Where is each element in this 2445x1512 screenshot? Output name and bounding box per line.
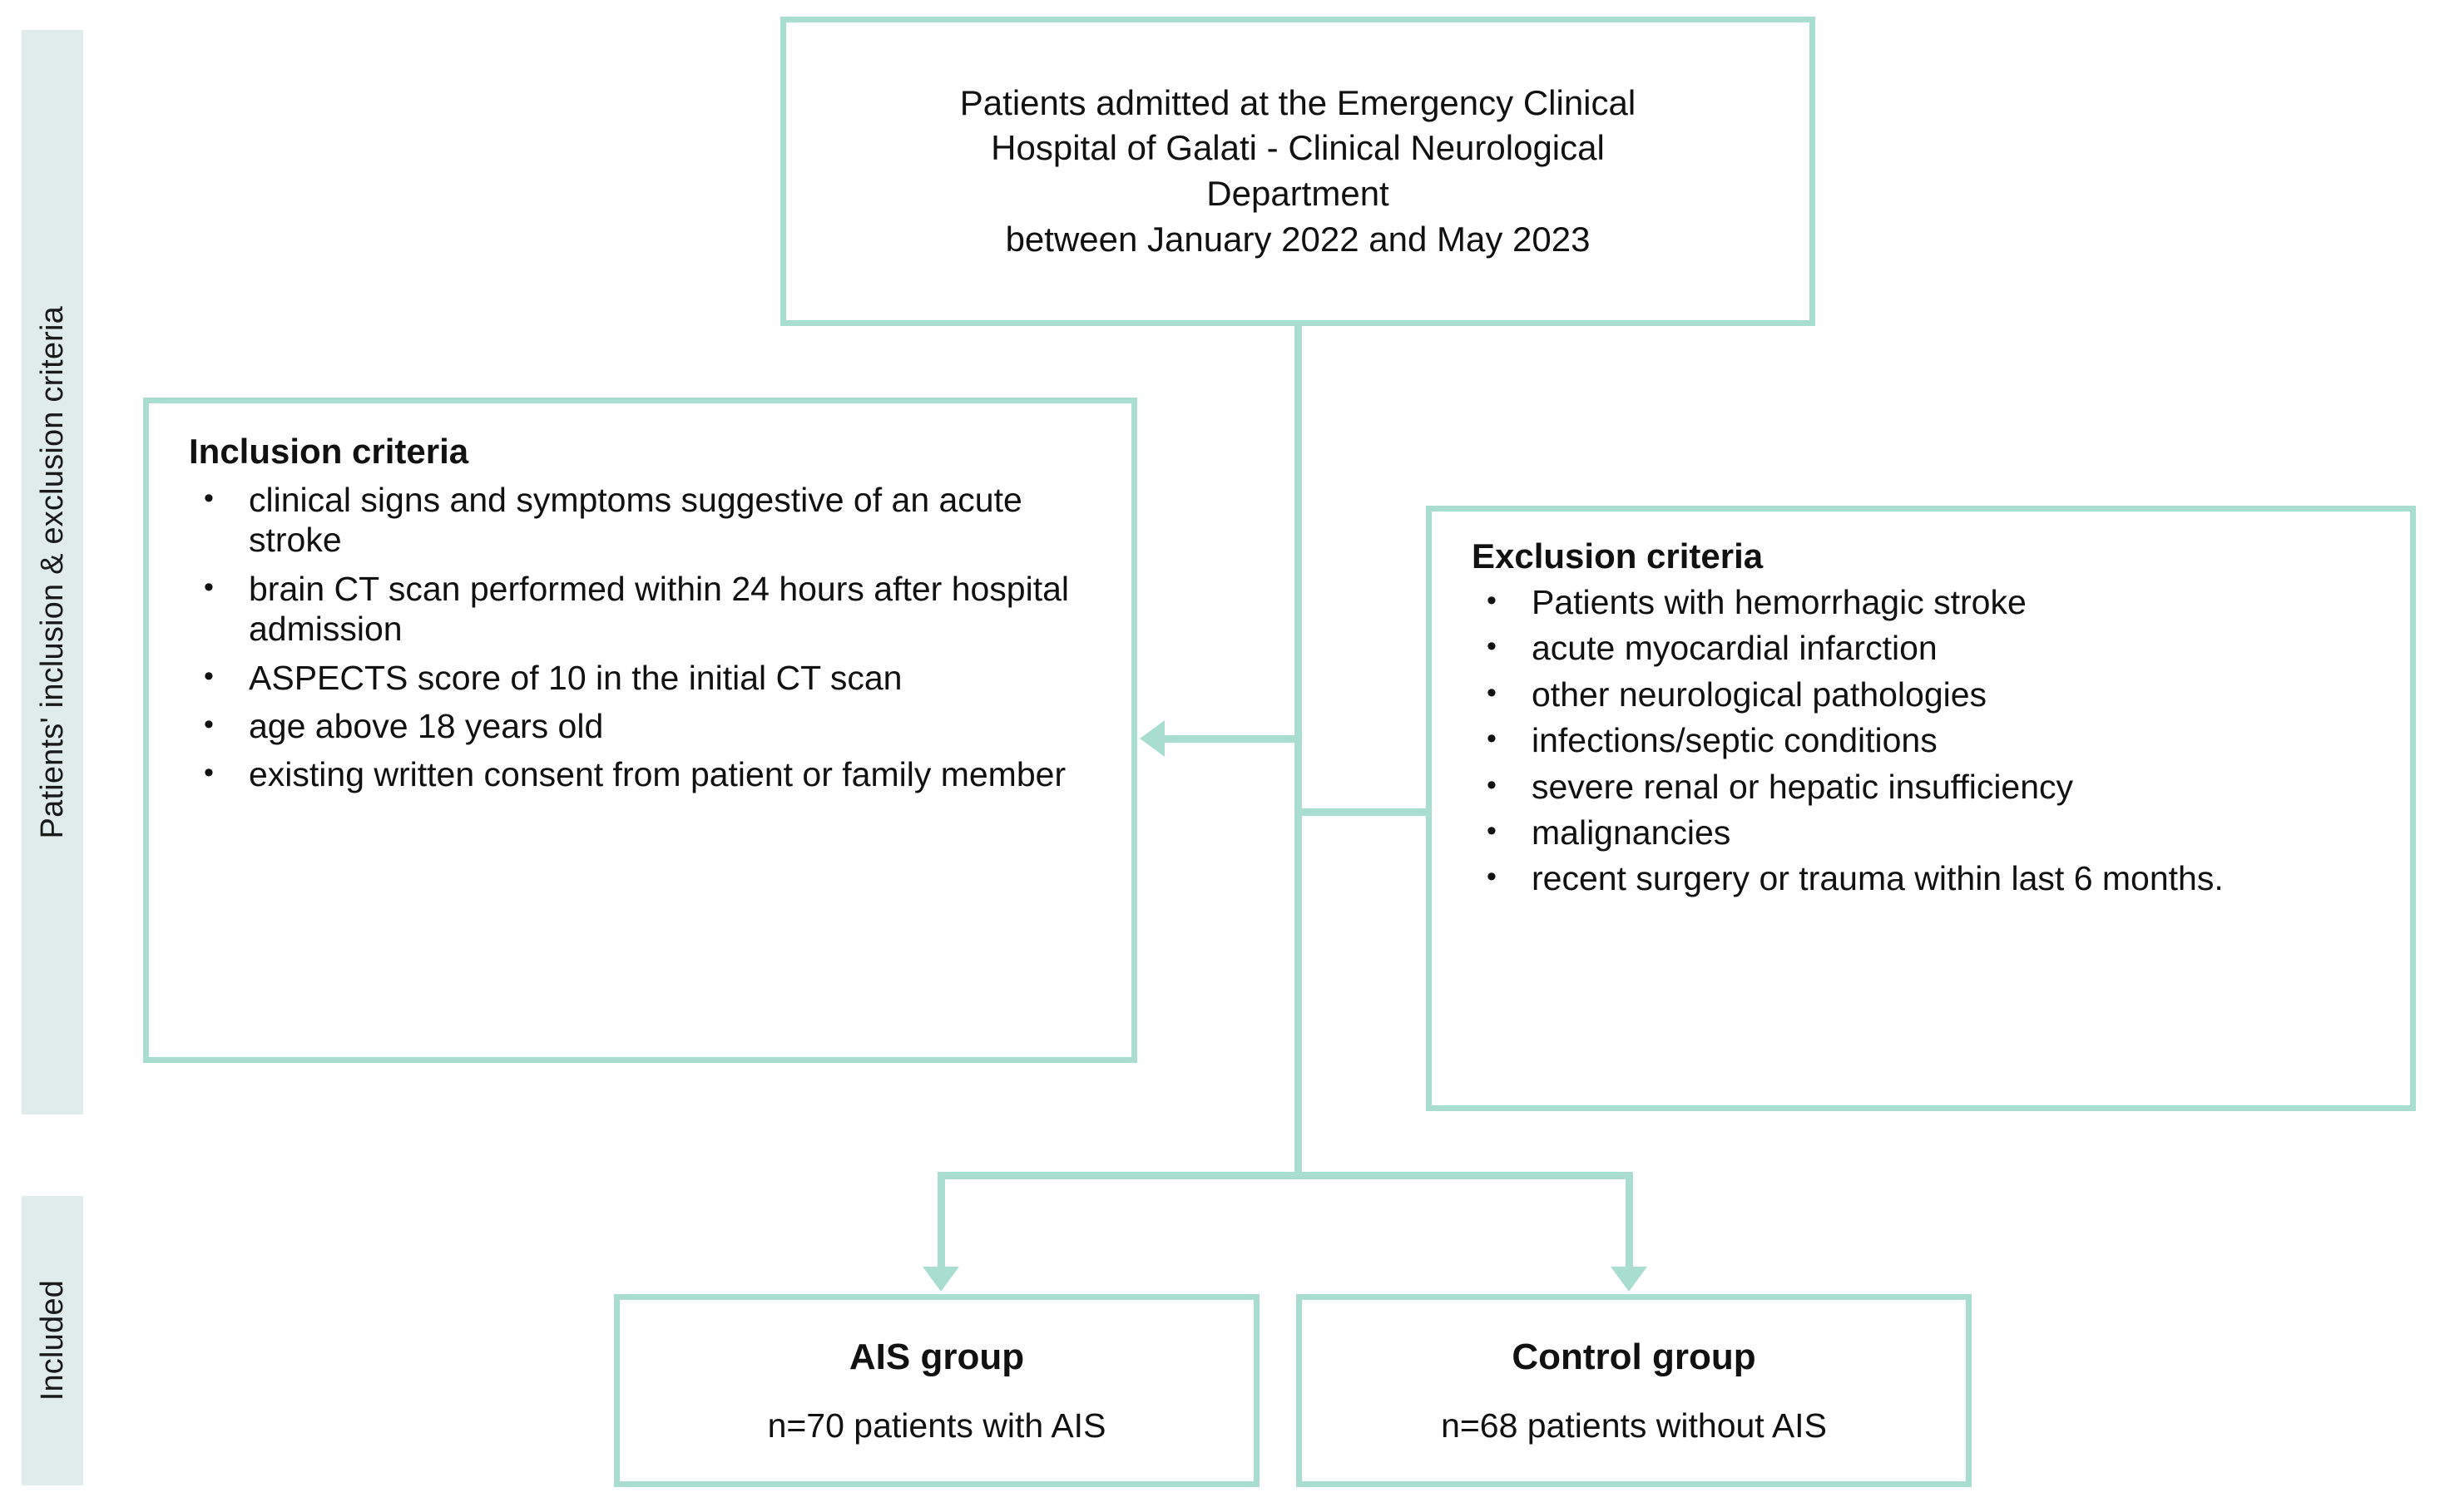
control-group-count: n=68 patients without AIS — [1441, 1406, 1827, 1445]
list-item-text: ASPECTS score of 10 in the initial CT sc… — [249, 658, 903, 697]
arrowhead-down-control-icon — [1611, 1267, 1647, 1292]
exclusion-criteria-list: • Patients with hemorrhagic stroke • acu… — [1472, 582, 2388, 899]
source-line-3: Department — [1206, 174, 1389, 213]
exclusion-criteria-box: Exclusion criteria • Patients with hemor… — [1426, 506, 2416, 1111]
bullet-icon: • — [1487, 676, 1497, 709]
connector-spine-vertical — [1294, 326, 1302, 1172]
bullet-icon: • — [204, 660, 214, 692]
ais-group-title: AIS group — [849, 1336, 1025, 1377]
inclusion-criteria-list: • clinical signs and symptoms suggestive… — [189, 480, 1110, 795]
connector-down-right — [1626, 1172, 1633, 1270]
list-item: • existing written consent from patient … — [189, 754, 1110, 794]
exclusion-criteria-title: Exclusion criteria — [1472, 536, 1764, 576]
phase-band-included: Included — [22, 1196, 83, 1485]
bullet-icon: • — [204, 482, 214, 514]
source-population-text: Patients admitted at the Emergency Clini… — [935, 81, 1661, 262]
bullet-icon: • — [1487, 814, 1497, 847]
phase-band-criteria-label: Patients' inclusion & exclusion criteria — [34, 305, 70, 839]
list-item: • brain CT scan performed within 24 hour… — [189, 569, 1110, 650]
list-item: • Patients with hemorrhagic stroke — [1472, 582, 2388, 622]
list-item-text: brain CT scan performed within 24 hours … — [249, 569, 1070, 649]
bullet-icon: • — [204, 571, 214, 603]
list-item: • other neurological pathologies — [1472, 674, 2388, 714]
inclusion-criteria-box: Inclusion criteria • clinical signs and … — [143, 398, 1137, 1063]
ais-group-box: AIS group n=70 patients with AIS — [614, 1294, 1260, 1487]
phase-band-included-label: Included — [34, 1280, 70, 1401]
control-group-title: Control group — [1512, 1336, 1756, 1377]
list-item: • malignancies — [1472, 813, 2388, 852]
bullet-icon: • — [1487, 630, 1497, 663]
source-line-2: Hospital of Galati - Clinical Neurologic… — [991, 128, 1605, 168]
control-group-box: Control group n=68 patients without AIS — [1296, 1294, 1972, 1487]
list-item: • infections/septic conditions — [1472, 720, 2388, 760]
bullet-icon: • — [1487, 585, 1497, 616]
list-item: • clinical signs and symptoms suggestive… — [189, 480, 1110, 561]
bullet-icon: • — [1487, 723, 1497, 755]
list-item: • age above 18 years old — [189, 706, 1110, 746]
phase-band-criteria: Patients' inclusion & exclusion criteria — [22, 30, 83, 1114]
list-item-text: existing written consent from patient or… — [249, 755, 1067, 794]
connector-down-left — [938, 1172, 945, 1270]
list-item-text: Patients with hemorrhagic stroke — [1532, 583, 2027, 621]
connector-split-bar — [938, 1172, 1633, 1179]
list-item: • recent surgery or trauma within last 6… — [1472, 858, 2388, 898]
list-item-text: severe renal or hepatic insufficiency — [1532, 767, 2074, 806]
list-item-text: infections/septic conditions — [1532, 721, 1938, 760]
list-item: • severe renal or hepatic insufficiency — [1472, 767, 2388, 807]
exclusion-criteria-content: Exclusion criteria • Patients with hemor… — [1432, 511, 2410, 899]
list-item-text: age above 18 years old — [249, 706, 604, 745]
list-item-text: clinical signs and symptoms suggestive o… — [249, 481, 1022, 560]
inclusion-criteria-title: Inclusion criteria — [189, 432, 469, 471]
source-population-box: Patients admitted at the Emergency Clini… — [780, 17, 1815, 326]
list-item-text: acute myocardial infarction — [1532, 629, 1938, 668]
source-line-4: between January 2022 and May 2023 — [1005, 219, 1591, 259]
list-item: • ASPECTS score of 10 in the initial CT … — [189, 658, 1110, 698]
bullet-icon: • — [1487, 861, 1497, 893]
connector-to-inclusion — [1165, 735, 1298, 743]
arrowhead-down-ais-icon — [923, 1267, 959, 1292]
list-item-text: other neurological pathologies — [1532, 674, 1987, 714]
bullet-icon: • — [204, 708, 214, 740]
ais-group-count: n=70 patients with AIS — [767, 1406, 1106, 1445]
list-item: • acute myocardial infarction — [1472, 628, 2388, 668]
list-item-text: malignancies — [1532, 813, 1731, 852]
bullet-icon: • — [1487, 768, 1497, 801]
arrowhead-left-inclusion-icon — [1140, 720, 1165, 757]
list-item-text: recent surgery or trauma within last 6 m… — [1532, 859, 2224, 898]
bullet-icon: • — [204, 757, 214, 789]
source-line-1: Patients admitted at the Emergency Clini… — [959, 82, 1636, 122]
inclusion-criteria-content: Inclusion criteria • clinical signs and … — [149, 403, 1131, 795]
